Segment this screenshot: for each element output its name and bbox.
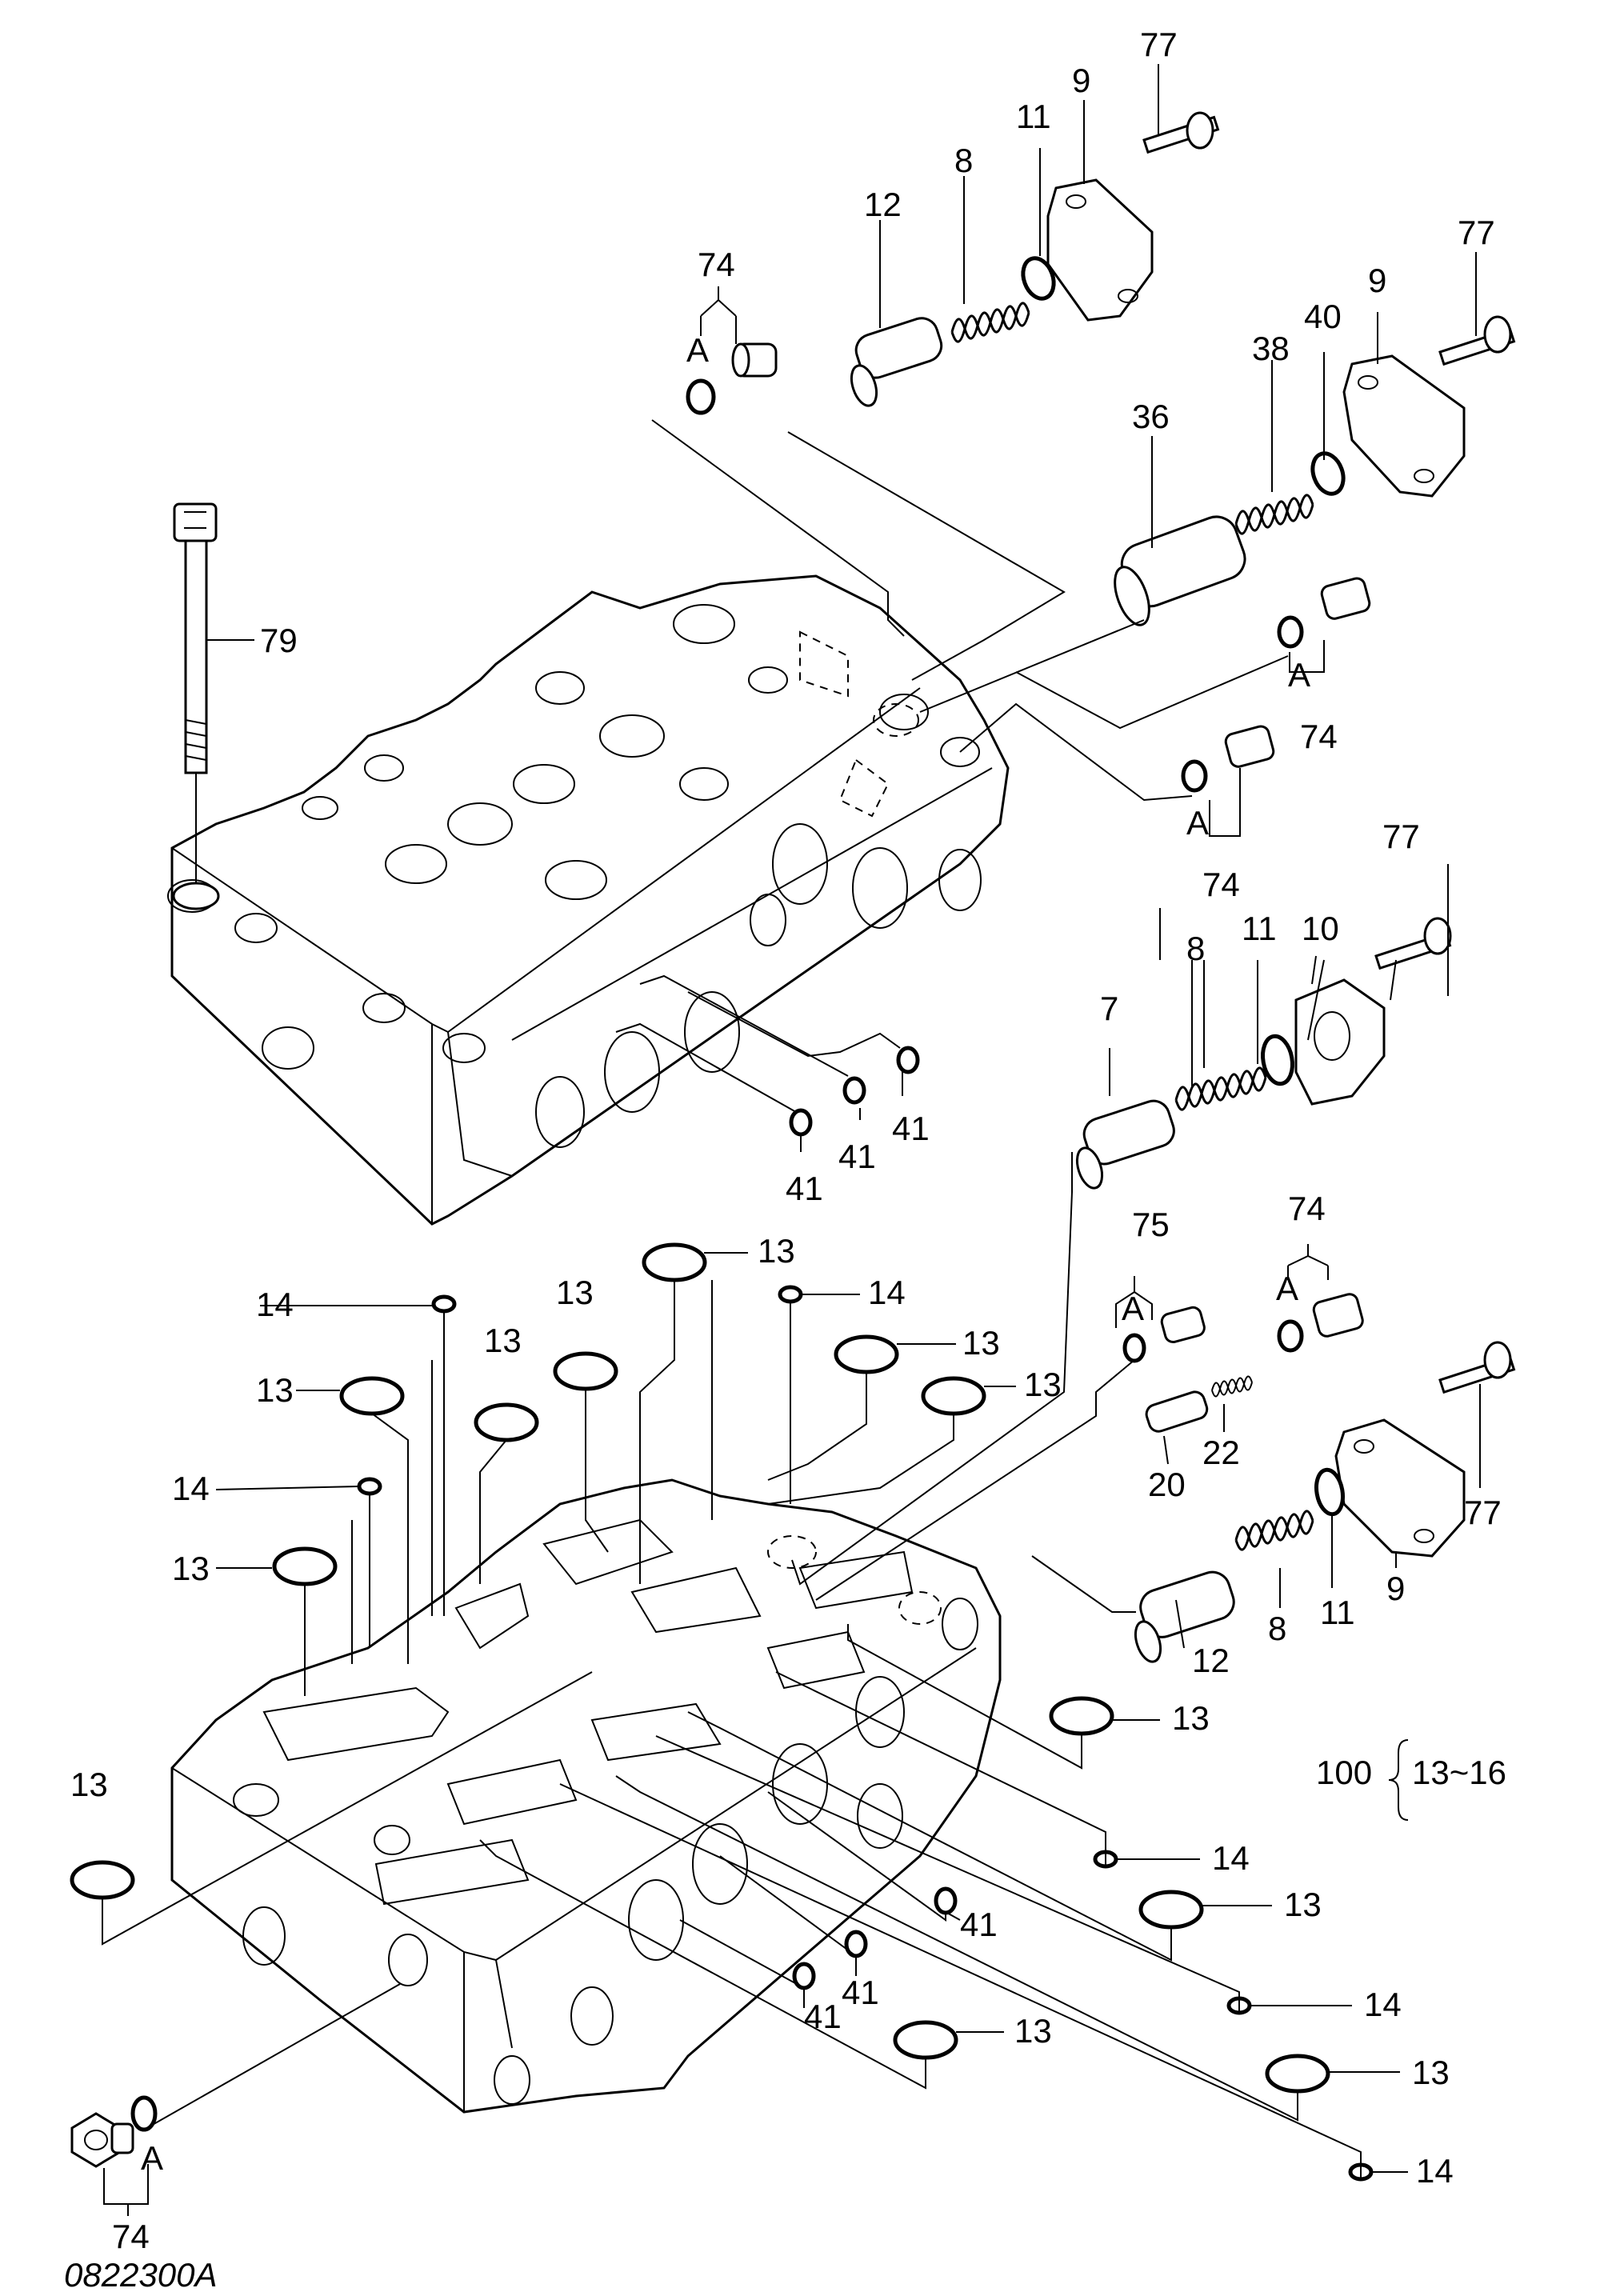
label-77-a: 77 xyxy=(1140,26,1178,63)
label-14-b: 14 xyxy=(868,1274,906,1311)
lower-valve-body xyxy=(170,1478,1002,2114)
leader-lines xyxy=(102,64,1481,2216)
set-number: 100 xyxy=(1316,1754,1372,1791)
label-41-e: 41 xyxy=(842,1974,879,2011)
spring-22 xyxy=(1211,1375,1253,1398)
label-20: 20 xyxy=(1148,1466,1186,1503)
plug-74-e xyxy=(70,2112,134,2168)
label-74-e: 74 xyxy=(112,2218,150,2255)
bolt-77-a xyxy=(1142,111,1220,154)
label-13-i: 13 xyxy=(70,1766,108,1803)
label-74-a: 74 xyxy=(698,246,735,283)
upper-body-ports xyxy=(167,604,982,1148)
label-11-a: 11 xyxy=(1016,98,1051,135)
label-74-c: 74 xyxy=(1202,866,1240,903)
label-38: 38 xyxy=(1252,330,1290,367)
label-79: 79 xyxy=(260,622,298,659)
label-14-c: 14 xyxy=(172,1470,210,1507)
label-A-d: A xyxy=(1122,1290,1144,1327)
label-41-a: 41 xyxy=(892,1110,930,1147)
label-36: 36 xyxy=(1132,398,1170,435)
part-labels: 77 9 11 8 12 74 A 77 9 40 38 36 79 A 74 … xyxy=(70,26,1502,2255)
label-12-a: 12 xyxy=(864,186,902,223)
label-13-g: 13 xyxy=(172,1550,210,1587)
set-range: 13~16 xyxy=(1412,1754,1506,1791)
cover-10 xyxy=(1294,978,1386,1106)
label-8-c: 8 xyxy=(1268,1610,1286,1647)
label-8-a: 8 xyxy=(954,142,973,179)
label-A-c: A xyxy=(1186,804,1209,842)
label-11-c: 11 xyxy=(1320,1594,1355,1631)
bolt-77-c xyxy=(1374,917,1452,970)
label-A-b: A xyxy=(1288,656,1310,694)
label-77-d: 77 xyxy=(1464,1494,1502,1531)
label-14-d: 14 xyxy=(1212,1839,1250,1877)
piston-36 xyxy=(1114,515,1246,626)
label-41-f: 41 xyxy=(804,1998,842,2035)
label-13-c: 13 xyxy=(484,1322,522,1359)
plug-75 xyxy=(1160,1306,1206,1344)
cover-9-middle xyxy=(1342,354,1466,498)
lower-body-gasket-pads xyxy=(262,1518,914,1906)
piston-12-top xyxy=(850,317,943,407)
label-75: 75 xyxy=(1132,1206,1170,1243)
label-41-c: 41 xyxy=(786,1170,823,1207)
label-A-a: A xyxy=(686,331,709,369)
label-A-e: A xyxy=(1276,1270,1298,1307)
label-13-h: 13 xyxy=(1172,1699,1210,1737)
label-41-b: 41 xyxy=(838,1138,876,1175)
label-13-b: 13 xyxy=(556,1274,594,1311)
set-brace xyxy=(1388,1739,1409,1821)
plug-74-c xyxy=(1224,725,1275,768)
drawing-code: 0822300A xyxy=(64,2256,218,2294)
lower-body-ports xyxy=(233,1598,978,2105)
label-13-a: 13 xyxy=(758,1232,795,1270)
label-7: 7 xyxy=(1100,990,1118,1027)
bolt-79 xyxy=(172,502,254,910)
label-13-e: 13 xyxy=(256,1371,294,1409)
label-11-b: 11 xyxy=(1242,910,1277,947)
label-77-c: 77 xyxy=(1382,818,1420,855)
spring-8-middle xyxy=(1174,1066,1267,1111)
spring-8-bottom xyxy=(1234,1510,1314,1551)
label-14-f: 14 xyxy=(1416,2152,1454,2190)
spring-8-top xyxy=(950,302,1030,343)
label-9-c: 9 xyxy=(1386,1570,1405,1607)
plug-74-d xyxy=(1312,1293,1364,1338)
cover-9-bottom xyxy=(1334,1418,1466,1558)
plug-74-b xyxy=(1320,577,1371,620)
label-9-b: 9 xyxy=(1368,262,1386,299)
plunger-20 xyxy=(1145,1390,1209,1433)
piston-12-bottom xyxy=(1134,1570,1235,1663)
label-77-b: 77 xyxy=(1458,214,1495,251)
label-A-f: A xyxy=(141,2139,163,2177)
piston-7 xyxy=(1075,1099,1175,1190)
label-14-e: 14 xyxy=(1364,1986,1402,2023)
label-9-a: 9 xyxy=(1072,62,1090,99)
upper-valve-body xyxy=(167,574,1010,1226)
label-13-j: 13 xyxy=(1284,1886,1322,1923)
label-8-b: 8 xyxy=(1186,930,1205,967)
label-10: 10 xyxy=(1302,910,1339,947)
label-74-d: 74 xyxy=(1288,1190,1326,1227)
label-13-d: 13 xyxy=(962,1324,1000,1362)
cover-9-top xyxy=(1046,178,1154,322)
label-13-k: 13 xyxy=(1014,2012,1052,2050)
label-74-b: 74 xyxy=(1300,718,1338,755)
label-13-l: 13 xyxy=(1412,2054,1450,2091)
label-40: 40 xyxy=(1304,298,1342,335)
label-13-f: 13 xyxy=(1024,1366,1062,1403)
label-12-b: 12 xyxy=(1192,1642,1230,1679)
spring-38 xyxy=(1234,494,1314,535)
plug-74-a xyxy=(731,342,778,378)
label-41-d: 41 xyxy=(960,1906,998,1943)
bolt-77-d xyxy=(1438,1341,1516,1394)
bolt-77-b xyxy=(1438,315,1516,366)
label-14-a: 14 xyxy=(256,1286,294,1323)
label-22: 22 xyxy=(1202,1434,1240,1471)
